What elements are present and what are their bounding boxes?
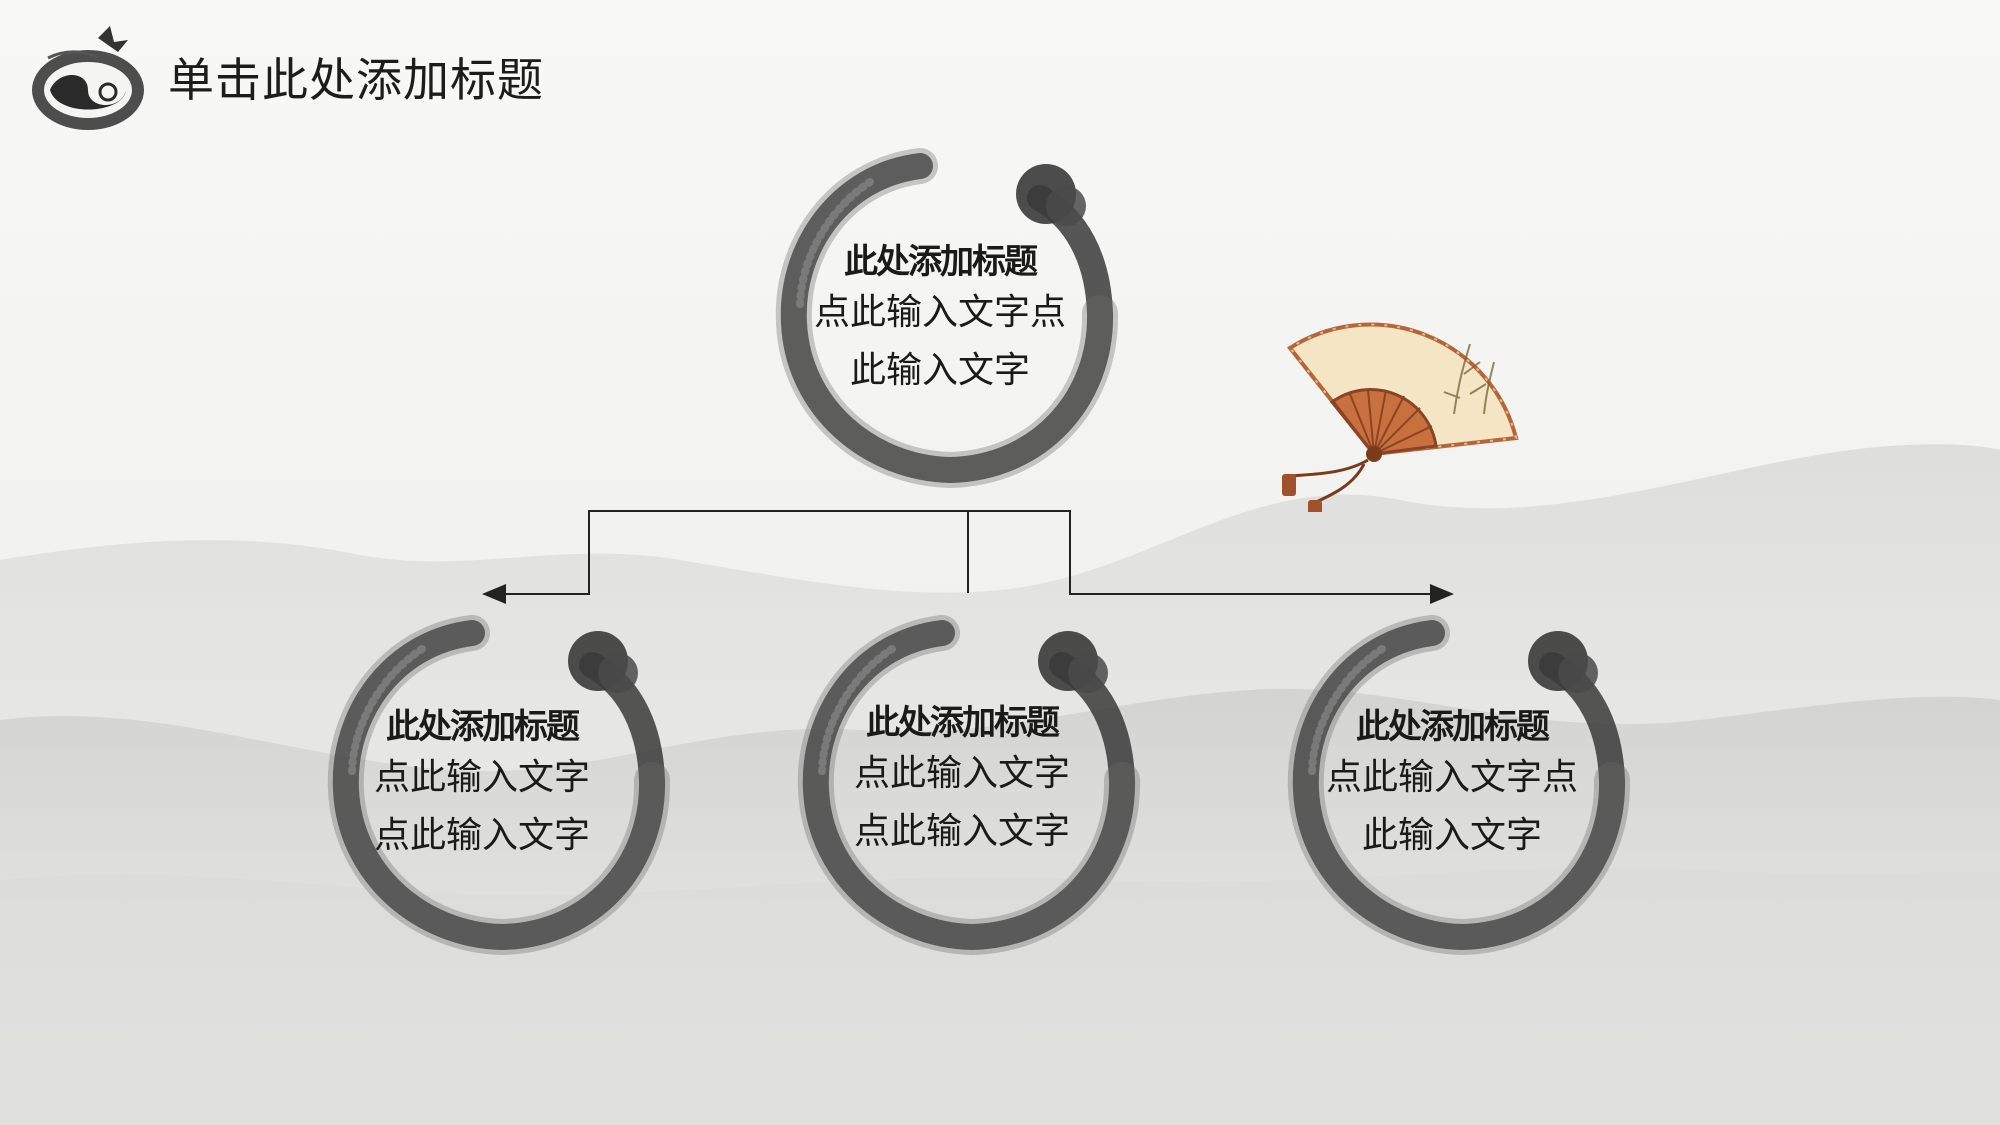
node-text: 此处添加标题 点此输入文字点此输入文字 [1282, 705, 1622, 865]
node-top: 此处添加标题 点此输入文字点此输入文字 [770, 148, 1130, 488]
node-title[interactable]: 此处添加标题 [844, 242, 1038, 282]
slide-title[interactable]: 单击此处添加标题 [168, 53, 544, 107]
node-body[interactable]: 点此输入文字点此输入文字 [1325, 757, 1578, 856]
node-text: 此处添加标题 点此输入文字点此输入文字 [792, 701, 1132, 861]
ink-brush-circle-icon [797, 615, 1141, 955]
node-middle: 此处添加标题 点此输入文字点此输入文字 [792, 615, 1152, 955]
ink-brush-circle-icon [1287, 615, 1631, 955]
node-title[interactable]: 此处添加标题 [866, 703, 1060, 743]
node-left: 此处添加标题 点此输入文字点此输入文字 [322, 615, 682, 955]
node-right: 此处添加标题 点此输入文字点此输入文字 [1282, 615, 1642, 955]
node-text: 此处添加标题 点此输入文字点此输入文字 [770, 240, 1110, 400]
ink-brush-circle-icon [775, 148, 1119, 488]
node-title[interactable]: 此处添加标题 [386, 707, 580, 747]
ink-yin-yang-logo-icon [32, 26, 144, 130]
node-body[interactable]: 点此输入文字点此输入文字 [373, 757, 590, 856]
node-body[interactable]: 点此输入文字点此输入文字 [813, 292, 1066, 391]
node-body[interactable]: 点此输入文字点此输入文字 [853, 753, 1070, 852]
folding-fan-icon [1282, 322, 1519, 512]
ink-brush-circle-icon [327, 615, 671, 955]
node-text: 此处添加标题 点此输入文字点此输入文字 [312, 705, 652, 865]
node-title[interactable]: 此处添加标题 [1356, 707, 1550, 747]
